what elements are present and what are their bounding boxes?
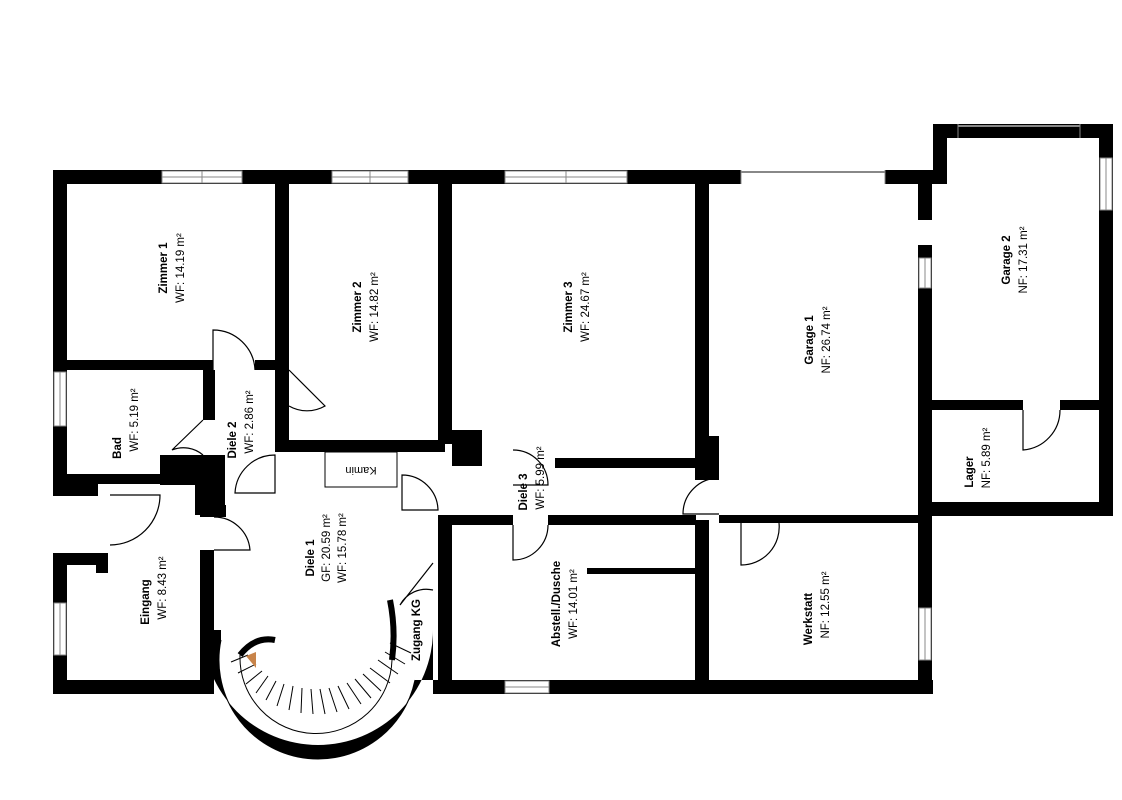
- windows: [53, 124, 1113, 694]
- kamin: Kamin: [324, 451, 398, 488]
- room-area-zimmer2: WF: 14.82 m²: [369, 272, 381, 342]
- room-name-lager: Lager: [964, 456, 976, 488]
- room-area-wf-diele1: WF: 15.78 m²: [337, 513, 349, 583]
- room-name-garage2: Garage 2: [1001, 235, 1013, 284]
- doors: [109, 329, 1061, 606]
- room-area-diele2: WF: 2.86 m²: [244, 390, 256, 453]
- room-name-eingang: Eingang: [140, 579, 152, 624]
- spiral-staircase: [203, 599, 433, 760]
- room-name-zimmer2: Zimmer 2: [352, 281, 364, 332]
- room-name-zugang-kg: Zugang KG: [411, 599, 423, 661]
- room-name-werkstatt: Werkstatt: [803, 593, 815, 645]
- stair-direction-arrow: [246, 652, 256, 668]
- room-area-werkstatt: NF: 12.55 m²: [820, 571, 832, 638]
- walls: [53, 124, 1113, 694]
- room-area-gf-diele1: GF: 20.59 m²: [321, 514, 333, 582]
- room-name-diele2: Diele 2: [227, 421, 239, 458]
- room-name-abstell: Abstell./Dusche: [551, 561, 563, 647]
- room-area-zimmer1: WF: 14.19 m²: [175, 233, 187, 303]
- room-area-abstell: WF: 14.01 m²: [568, 569, 580, 639]
- room-area-diele3: WF: 5.99 m²: [535, 446, 547, 509]
- room-name-diele3: Diele 3: [518, 473, 530, 510]
- room-area-garage2: NF: 17.31 m²: [1018, 226, 1030, 293]
- room-area-lager: NF: 5.89 m²: [981, 427, 993, 488]
- room-name-diele1: Diele 1: [305, 539, 317, 577]
- room-labels: Zimmer 1 WF: 14.19 m² Zimmer 2 WF: 14.82…: [112, 226, 1030, 661]
- room-name-bad: Bad: [112, 437, 124, 459]
- kamin-label: Kamin: [345, 464, 376, 476]
- room-area-zimmer3: WF: 24.67 m²: [580, 272, 592, 342]
- room-area-garage1: NF: 26.74 m²: [821, 306, 833, 373]
- room-area-bad: WF: 5.19 m²: [129, 388, 141, 451]
- room-area-eingang: WF: 8.43 m²: [157, 556, 169, 619]
- room-name-garage1: Garage 1: [804, 315, 816, 365]
- room-name-zimmer1: Zimmer 1: [158, 242, 170, 294]
- room-name-zimmer3: Zimmer 3: [563, 281, 575, 332]
